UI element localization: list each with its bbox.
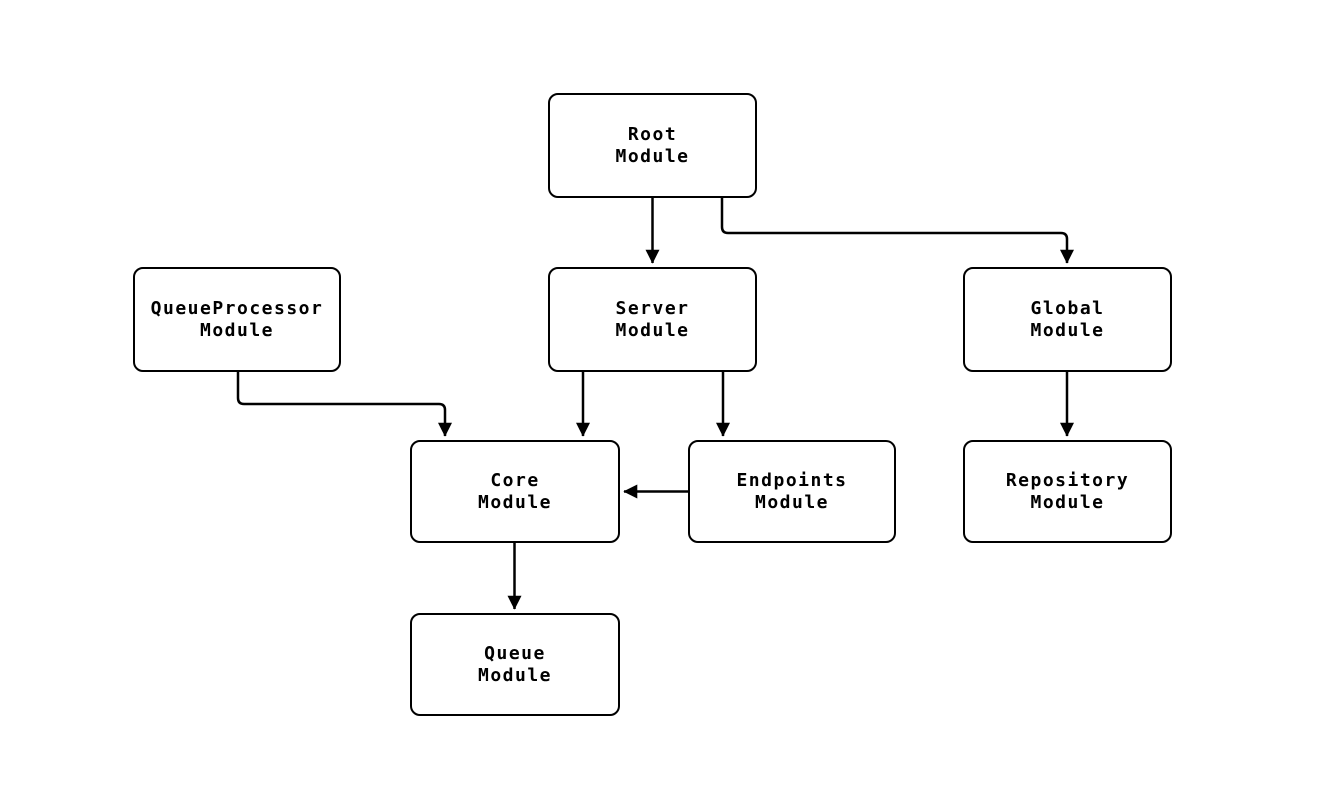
node-endpoints-module-label-line2: Module (754, 491, 830, 513)
node-server-module-label-line2: Module (615, 319, 690, 341)
node-root-module: Root Module (548, 93, 757, 198)
node-queueprocessor-module-label-line1: QueueProcessor (150, 297, 324, 319)
node-queue-module-label-line2: Module (477, 664, 553, 686)
node-repository-module: Repository Module (963, 440, 1172, 543)
node-queue-module-label-line1: Queue (484, 642, 546, 664)
node-queueprocessor-module: QueueProcessor Module (133, 267, 341, 372)
edge-queueprocessor-to-core (236, 372, 452, 437)
node-repository-module-label-line1: Repository (1005, 469, 1130, 491)
node-server-module-label-line1: Server (615, 297, 690, 319)
node-root-module-label-line1: Root (627, 123, 678, 145)
node-endpoints-module: Endpoints Module (688, 440, 896, 543)
node-global-module-label-line2: Module (1030, 319, 1105, 341)
node-repository-module-label-line2: Module (1030, 491, 1105, 513)
node-core-module: Core Module (410, 440, 620, 543)
node-root-module-label-line2: Module (615, 145, 690, 167)
node-server-module: Server Module (548, 267, 757, 372)
node-core-module-label-line2: Module (477, 491, 553, 513)
node-queueprocessor-module-label-line2: Module (199, 319, 275, 341)
node-queue-module: Queue Module (410, 613, 620, 716)
node-global-module-label-line1: Global (1030, 297, 1105, 319)
node-global-module: Global Module (963, 267, 1172, 372)
node-endpoints-module-label-line1: Endpoints (736, 469, 848, 491)
edge-root-to-global (720, 198, 1074, 264)
node-core-module-label-line1: Core (490, 469, 540, 491)
